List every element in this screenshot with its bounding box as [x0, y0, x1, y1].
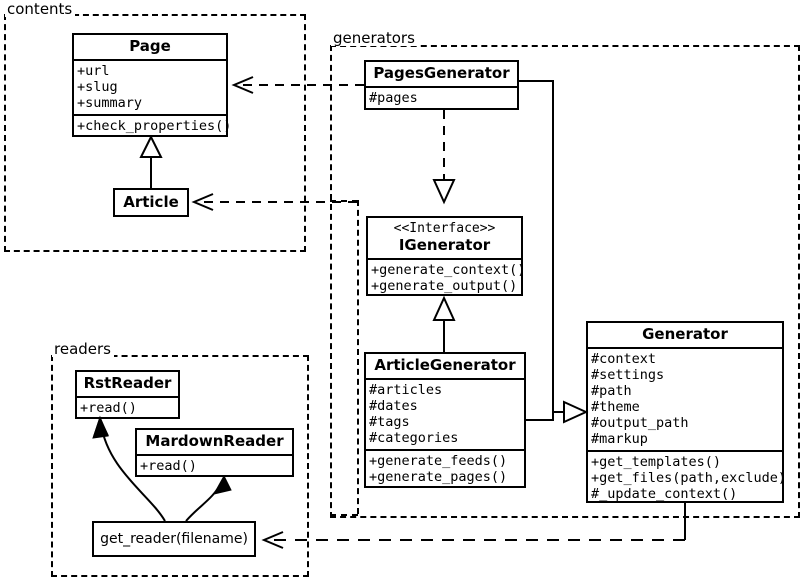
package-readers-label: readers [52, 341, 114, 357]
method: +generate_pages() [369, 469, 508, 485]
attribute: #categories [369, 430, 459, 446]
package-generators-label: generators [331, 30, 418, 46]
class-mardown-reader-title: MardownReader [145, 432, 284, 450]
class-generator[interactable]: Generator #context #settings #path #them… [586, 321, 787, 505]
attribute: #path [591, 383, 632, 399]
method: +read() [140, 458, 197, 474]
class-article-title: Article [123, 193, 179, 211]
method: #_update_context() [591, 486, 738, 502]
method: +generate_context() [371, 262, 526, 278]
attribute: #theme [591, 399, 640, 415]
class-generator-title: Generator [642, 325, 728, 343]
class-mardown-reader[interactable]: MardownReader +read() [135, 428, 294, 477]
class-generator-divider-1 [588, 347, 782, 349]
class-pages-generator-attributes: #pages [366, 88, 517, 109]
class-mardown-reader-methods: +read() [137, 456, 292, 477]
method: +check_properties() [77, 118, 232, 134]
package-contents-label: contents [5, 1, 76, 17]
method: +get_files(path,exclude) [591, 470, 787, 486]
method: +read() [80, 400, 137, 416]
method: +get_templates() [591, 454, 722, 470]
class-generator-divider-2 [588, 450, 782, 452]
package-generators-boundary [330, 45, 800, 518]
class-rst-reader[interactable]: RstReader +read() [75, 370, 180, 419]
class-page-divider-2 [74, 114, 226, 116]
attribute: +slug [77, 79, 118, 95]
class-page-divider-1 [74, 59, 226, 61]
function-get-reader-label: get_reader(filename) [100, 531, 248, 547]
generators-inner-divider-top [330, 200, 358, 202]
class-article-generator-attributes: #articles #dates #tags #categories [366, 380, 524, 449]
method: +generate_feeds() [369, 453, 508, 469]
class-pages-generator-divider-1 [366, 86, 517, 88]
class-rst-reader-divider-1 [77, 396, 178, 398]
attribute: +summary [77, 95, 143, 111]
class-igenerator-stereotype: <<Interface>> [393, 221, 496, 236]
function-get-reader[interactable]: get_reader(filename) [92, 521, 256, 557]
class-article-generator-title: ArticleGenerator [374, 356, 516, 374]
class-igenerator-methods: +generate_context() +generate_output() [368, 260, 526, 297]
class-article[interactable]: Article [113, 188, 189, 217]
class-rst-reader-title: RstReader [83, 374, 172, 392]
attribute: #markup [591, 431, 648, 447]
attribute: #articles [369, 382, 443, 398]
attribute: #tags [369, 414, 410, 430]
class-article-generator-methods: +generate_feeds() +generate_pages() [366, 451, 524, 488]
class-pages-generator[interactable]: PagesGenerator #pages [364, 60, 519, 110]
class-article-generator-divider-1 [366, 378, 524, 380]
class-page-methods: +check_properties() [74, 116, 232, 137]
class-generator-methods: +get_templates() +get_files(path,exclude… [588, 452, 787, 505]
class-generator-attributes: #context #settings #path #theme #output_… [588, 349, 782, 450]
class-article-generator[interactable]: ArticleGenerator #articles #dates #tags … [364, 352, 526, 488]
attribute: #dates [369, 398, 418, 414]
attribute: +url [77, 63, 110, 79]
attribute: #output_path [591, 415, 689, 431]
attribute: #context [591, 351, 657, 367]
class-igenerator[interactable]: <<Interface>> IGenerator +generate_conte… [366, 216, 526, 297]
package-contents-boundary [4, 14, 306, 252]
class-article-generator-divider-2 [366, 449, 524, 451]
package-readers-boundary [51, 355, 309, 577]
generators-inner-divider [357, 200, 359, 514]
generators-inner-divider-bottom [330, 514, 358, 516]
class-page-title: Page [129, 37, 171, 55]
class-igenerator-title: IGenerator [398, 236, 491, 254]
attribute: #settings [591, 367, 665, 383]
class-mardown-reader-divider-1 [137, 454, 292, 456]
attribute: #pages [369, 90, 418, 106]
class-page-attributes: +url +slug +summary [74, 61, 226, 114]
class-igenerator-divider-1 [368, 258, 521, 260]
method: +generate_output() [371, 278, 518, 294]
class-pages-generator-title: PagesGenerator [373, 64, 510, 82]
class-rst-reader-methods: +read() [77, 398, 178, 419]
class-page[interactable]: Page +url +slug +summary +check_properti… [72, 33, 232, 137]
